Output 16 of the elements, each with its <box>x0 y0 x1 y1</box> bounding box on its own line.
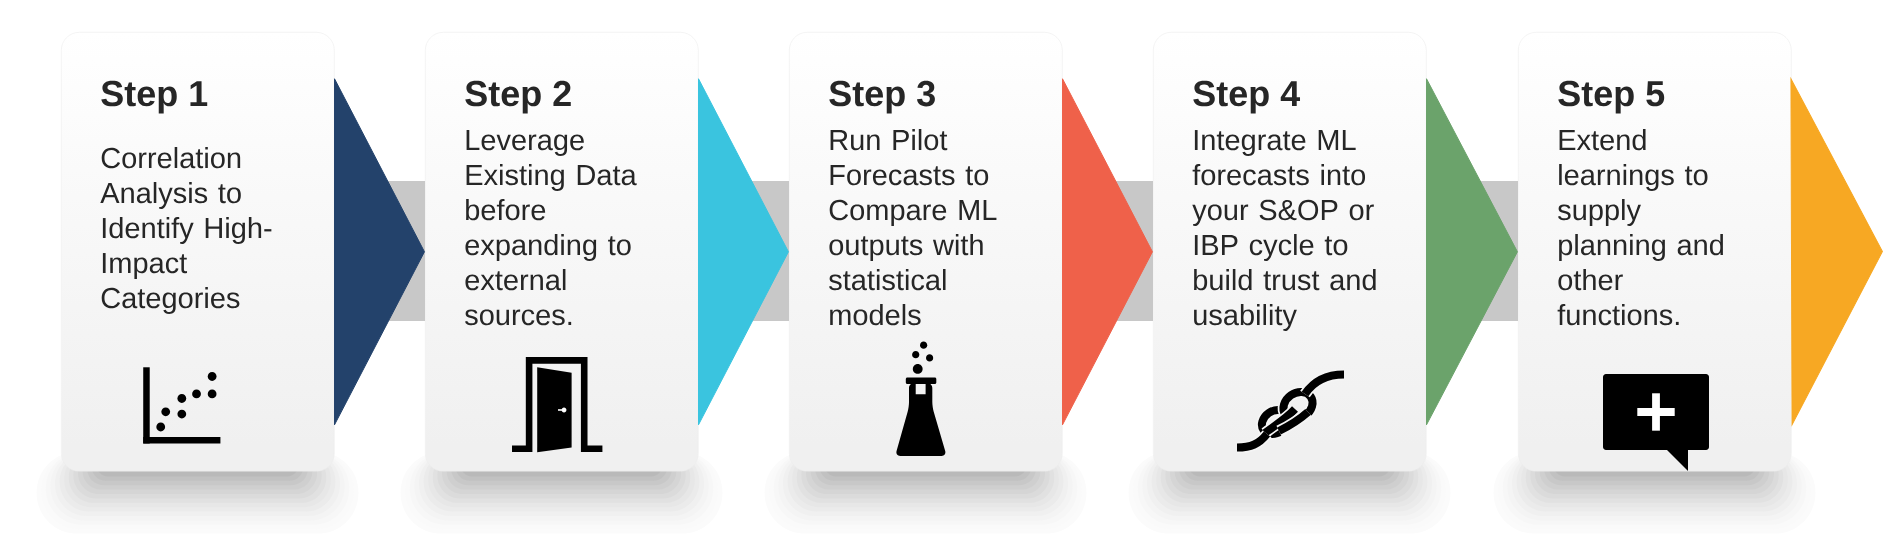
step-description: Correlation Analysis to Identify High-Impact Categories <box>100 146 272 314</box>
step-title: Step 3 <box>829 80 935 114</box>
step-card <box>789 32 1063 472</box>
step-title: Step 4 <box>1193 80 1300 114</box>
step-description: Integrate ML forecasts into your S&OP or IBP cycle to build trust and usability <box>1192 130 1376 331</box>
step-card <box>1153 32 1427 472</box>
step-description: Leverage Existing Data before expanding to external sources. <box>465 130 637 326</box>
step-title: Step 5 <box>1558 80 1665 114</box>
step-card <box>1518 32 1792 472</box>
chevron-arrow <box>1790 78 1883 426</box>
step-card <box>61 32 335 472</box>
step-description: Run Pilot Forecasts to Compare ML outputs with statistical models <box>829 128 997 326</box>
step-description: Extend learnings to supply planning and other functions. <box>1557 128 1723 326</box>
step-title: Step 2 <box>465 80 571 114</box>
step-title: Step 1 <box>101 80 208 114</box>
step-card <box>425 32 699 472</box>
